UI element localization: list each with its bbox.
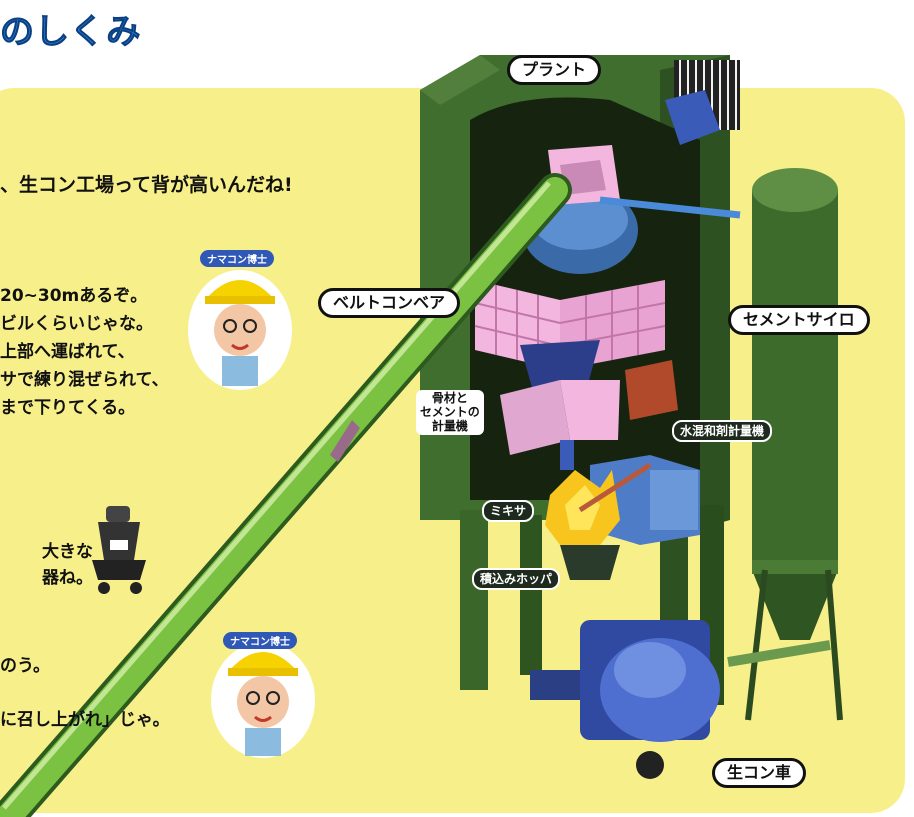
mixer-truck <box>530 620 720 779</box>
professor-figure-top <box>188 270 292 390</box>
small-hopper-icon <box>92 506 146 594</box>
dust-collector <box>665 60 740 145</box>
label-hopper: 積込みホッパ <box>472 568 561 591</box>
label-aggregate-scale-line-1: 骨材と <box>431 391 468 405</box>
professor-figure-bottom <box>211 642 315 758</box>
mixer-unit <box>545 455 700 580</box>
speech-para1-line-5: まで下りてくる。 <box>0 398 136 418</box>
speech-para1-line-2: ビルくらいじゃな。 <box>0 314 153 334</box>
label-cement-silo: セメントサイロ <box>728 305 870 335</box>
label-truck: 生コン車 <box>712 758 807 788</box>
label-aggregate-scale-line-3: 計量機 <box>431 418 468 433</box>
speech-para1-line-3: 上部へ運ばれて、 <box>0 342 135 362</box>
label-aggregate-scale-line-2: セメントの <box>420 404 480 419</box>
page-title: のしくみ <box>0 12 142 53</box>
speech-para1-line-4: サで練り混ぜられて、 <box>0 370 169 390</box>
speech-para1-line-1: 20~30mあるぞ。 <box>0 286 148 306</box>
label-mixer: ミキサ <box>482 500 535 523</box>
label-plant: プラント <box>507 55 602 85</box>
speech-para2-line-1: 大きな <box>42 542 93 562</box>
speech-para3: のう。 <box>0 656 50 676</box>
weighing-hoppers <box>500 340 678 470</box>
speech-para2-line-2: 器ね。 <box>42 568 93 588</box>
professor-badge-bottom: ナマコン博士 <box>223 632 297 649</box>
label-belt-conveyor: ベルトコンベア <box>318 288 461 318</box>
speech-line-1: 、生コン工場って背が高いんだね! <box>0 174 293 196</box>
label-water-scale: 水混和剤計量機 <box>672 420 773 443</box>
cement-silo <box>727 168 843 721</box>
label-aggregate-scale: 骨材と セメントの 計量機 <box>416 390 484 436</box>
professor-badge-top: ナマコン博士 <box>200 250 274 267</box>
speech-para4: に召し上がれ」じゃ。 <box>0 710 170 730</box>
belt-conveyor <box>0 173 572 817</box>
